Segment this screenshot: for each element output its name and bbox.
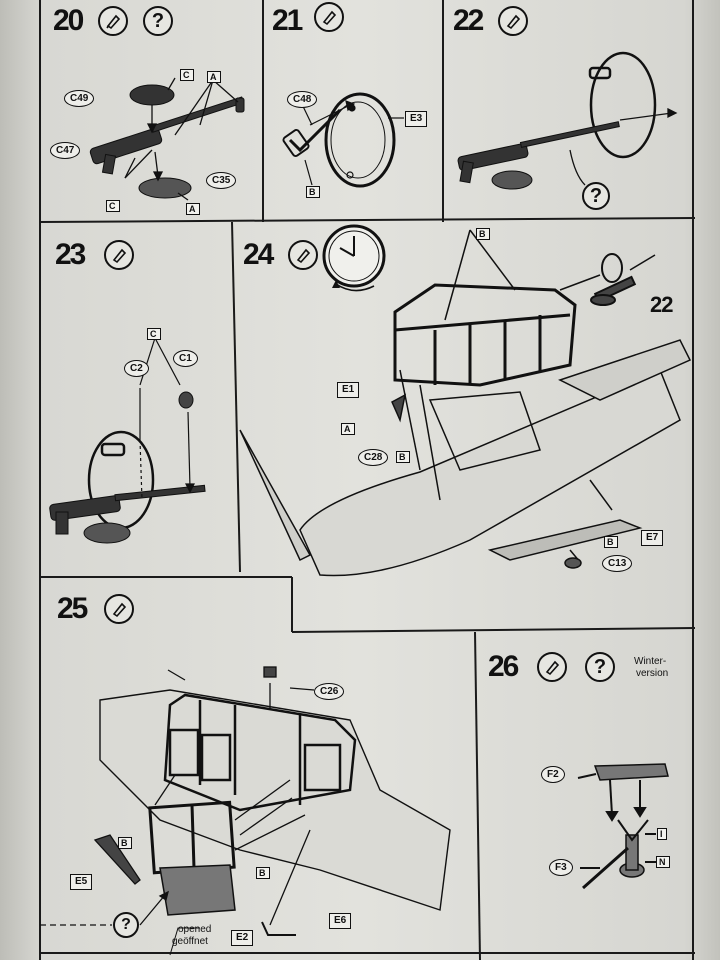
sprue-flag-a: A [207,71,221,83]
glue-icon [104,594,134,624]
step-21-number: 21 [272,4,303,37]
sprue-flag-b: B [306,186,320,198]
sprue-flag-b-top: B [476,228,490,240]
sprue-flag-b-lower: B [604,536,618,548]
glue-icon [288,240,318,270]
sprue-flag-c-lower: C [106,200,120,212]
step-20-number: 20 [53,4,84,37]
sprue-flag-b-left: B [118,837,132,849]
glue-icon [498,6,528,36]
sprue-flag-i: I [657,828,667,840]
sprue-flag-c: C [180,69,194,81]
part-e6-label: E6 [329,913,352,929]
question-icon: ? [143,6,173,36]
part-e7-label: E7 [641,530,664,546]
part-e3-label: E3 [405,111,428,127]
sprue-flag-n: N [656,856,670,868]
glue-icon [98,6,128,36]
part-c47-label: C47 [50,142,81,159]
sprue-flag-b: B [396,451,410,463]
part-c26-label: C26 [314,683,345,700]
step-22-number: 22 [453,4,484,37]
glue-icon [537,652,567,682]
part-e1-label: E1 [337,382,360,398]
opened-label-en: opened [178,924,212,935]
question-icon: ? [582,182,610,210]
step-25-number: 25 [57,592,88,625]
opened-label-de: geöffnet [172,936,208,947]
part-c35-label: C35 [206,172,237,189]
step-23-number: 23 [55,238,86,271]
part-e2-label: E2 [231,930,254,946]
part-c13-label: C13 [602,555,633,572]
part-f2-label: F2 [541,766,565,783]
part-c1-label: C1 [173,350,198,367]
part-c48-label: C48 [287,91,318,108]
winter-version-line2: version [636,668,669,679]
winter-version-line1: Winter- [634,656,667,667]
part-c49-label: C49 [64,90,95,107]
part-f3-label: F3 [549,859,573,876]
glue-icon [104,240,134,270]
step-24-number: 24 [243,238,274,271]
part-e5-label: E5 [70,874,93,890]
sprue-flag-a: A [341,423,355,435]
sprue-flag-a-lower: A [186,203,200,215]
question-icon: ? [585,652,615,682]
part-c28-label: C28 [358,449,389,466]
step-26-number: 26 [488,650,519,683]
sprue-flag-b-right: B [256,867,270,879]
glue-icon [314,2,344,32]
sprue-flag-c: C [147,328,161,340]
step-ref-22: 22 [650,292,674,317]
part-c2-label: C2 [124,360,149,377]
question-icon: ? [113,912,139,938]
